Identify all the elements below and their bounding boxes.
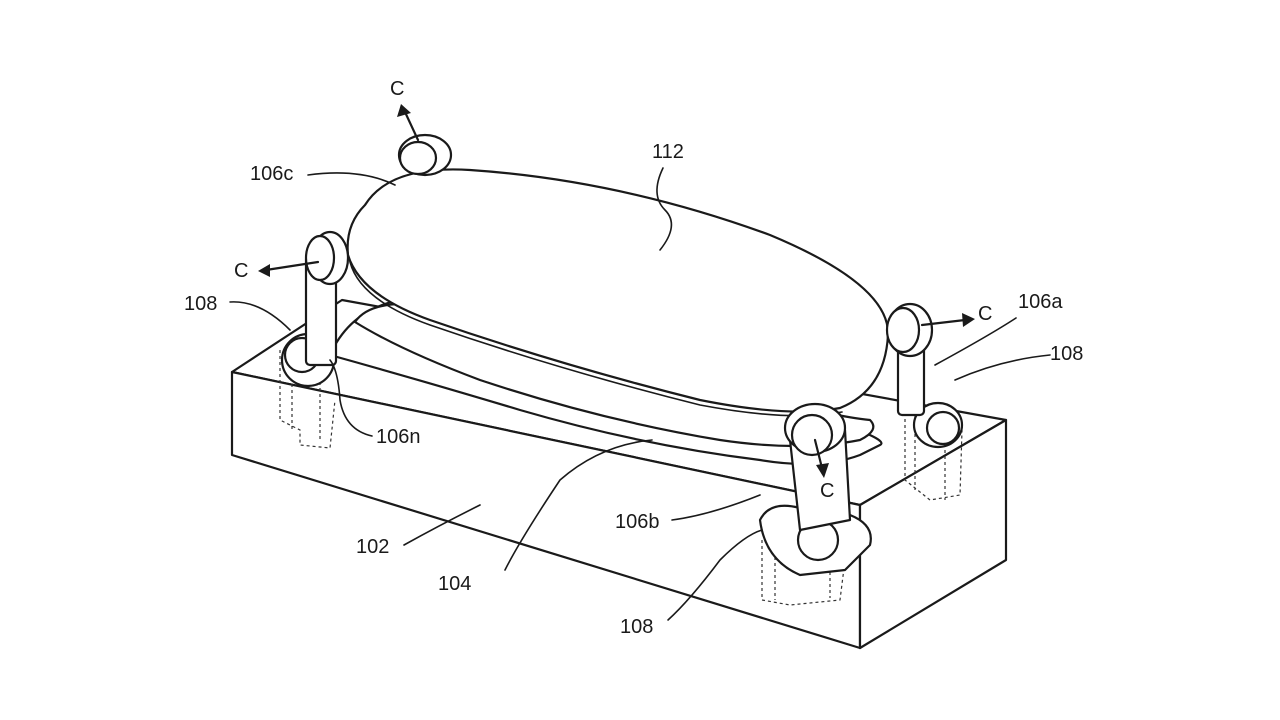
support-106n [304, 230, 350, 367]
arrow-right-head [962, 313, 975, 327]
roller-front-cap [790, 413, 834, 457]
support-106a [885, 302, 934, 417]
roller-left-cap [304, 234, 336, 282]
arrow-left-head [258, 264, 270, 277]
leader-112 [656, 167, 673, 251]
arrow-top-head [397, 104, 411, 117]
label-108-left: 108 [184, 293, 217, 315]
label-108-front: 108 [620, 616, 653, 638]
label-108-right: 108 [1050, 343, 1083, 365]
support-106b [783, 402, 852, 532]
label-c-right: C [978, 303, 992, 325]
glass-sheet-112 [346, 168, 890, 413]
leader-106b [671, 494, 761, 521]
label-106a: 106a [1018, 291, 1063, 313]
label-102: 102 [356, 536, 389, 558]
label-c-front: C [820, 480, 834, 502]
force-arrows [258, 104, 975, 478]
arrow-right-shaft [920, 318, 967, 327]
label-104: 104 [438, 573, 471, 595]
label-112: 112 [652, 141, 684, 163]
leader-108-right [954, 354, 1051, 381]
label-c-top: C [390, 78, 404, 100]
arrow-top-shaft [403, 110, 420, 142]
base-side-face [858, 418, 1008, 650]
pocket-front-hidden [761, 540, 846, 606]
label-106n: 106n [376, 426, 421, 448]
leader-lines [229, 167, 1051, 621]
arrow-front-head [816, 463, 829, 478]
leader-108-left [229, 301, 291, 331]
label-c-left: C [234, 260, 248, 282]
support-106c [397, 133, 453, 177]
leader-106c [307, 172, 396, 186]
pocket-left-hidden [279, 350, 336, 449]
leader-104 [504, 439, 653, 571]
label-106c: 106c [250, 163, 293, 185]
reference-labels: C C C C 112 106c 108 106a 108 106n 102 1… [184, 78, 1083, 638]
leader-106n [329, 359, 373, 437]
glass-sheet-edge [349, 261, 843, 417]
leader-102 [403, 504, 481, 546]
label-106b: 106b [615, 511, 660, 533]
arrow-front-shaft [813, 438, 824, 470]
arrow-left-shaft [264, 260, 320, 272]
roller-right-cap [885, 306, 921, 354]
ball-right [925, 410, 961, 446]
leader-106a [934, 317, 1017, 366]
roller-top-cap [398, 140, 438, 176]
leader-108-front [667, 529, 763, 621]
pocket-right-hidden [904, 395, 963, 501]
